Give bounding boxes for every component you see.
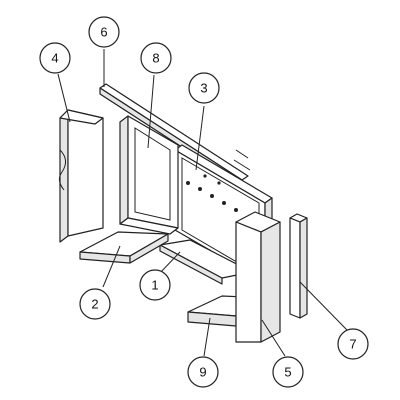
leader-3 — [195, 105, 205, 171]
part-4-left-panel — [58, 109, 104, 243]
callout-9: 9 — [187, 356, 219, 388]
leader-4 — [57, 73, 71, 123]
callout-5: 5 — [272, 356, 304, 388]
callout-1-label: 1 — [151, 278, 158, 293]
leader-5 — [261, 319, 286, 357]
part-2-bottom-plate — [79, 231, 169, 264]
callout-6: 6 — [88, 16, 120, 48]
leader-8 — [147, 74, 155, 149]
callout-8: 8 — [140, 42, 172, 74]
callout-3-label: 3 — [200, 81, 207, 96]
callout-7-label: 7 — [349, 337, 356, 352]
callout-5-label: 5 — [284, 365, 291, 380]
callout-6-label: 6 — [100, 25, 107, 40]
callout-2: 2 — [79, 288, 111, 320]
leader-7 — [299, 281, 348, 331]
leader-2 — [102, 245, 121, 288]
callout-2-label: 2 — [91, 297, 98, 312]
callout-7: 7 — [337, 328, 369, 360]
leader-9 — [203, 317, 211, 357]
callout-4: 4 — [39, 42, 71, 74]
part-1-floor-plate — [159, 239, 253, 285]
part-7-strip — [289, 213, 308, 319]
callout-1: 1 — [139, 269, 171, 301]
callout-4-label: 4 — [51, 51, 58, 66]
callout-3: 3 — [188, 72, 220, 104]
callout-9-label: 9 — [199, 365, 206, 380]
callout-8-label: 8 — [152, 51, 159, 66]
part-5-right-panel — [235, 211, 281, 343]
part-8-side-panel — [119, 115, 179, 235]
